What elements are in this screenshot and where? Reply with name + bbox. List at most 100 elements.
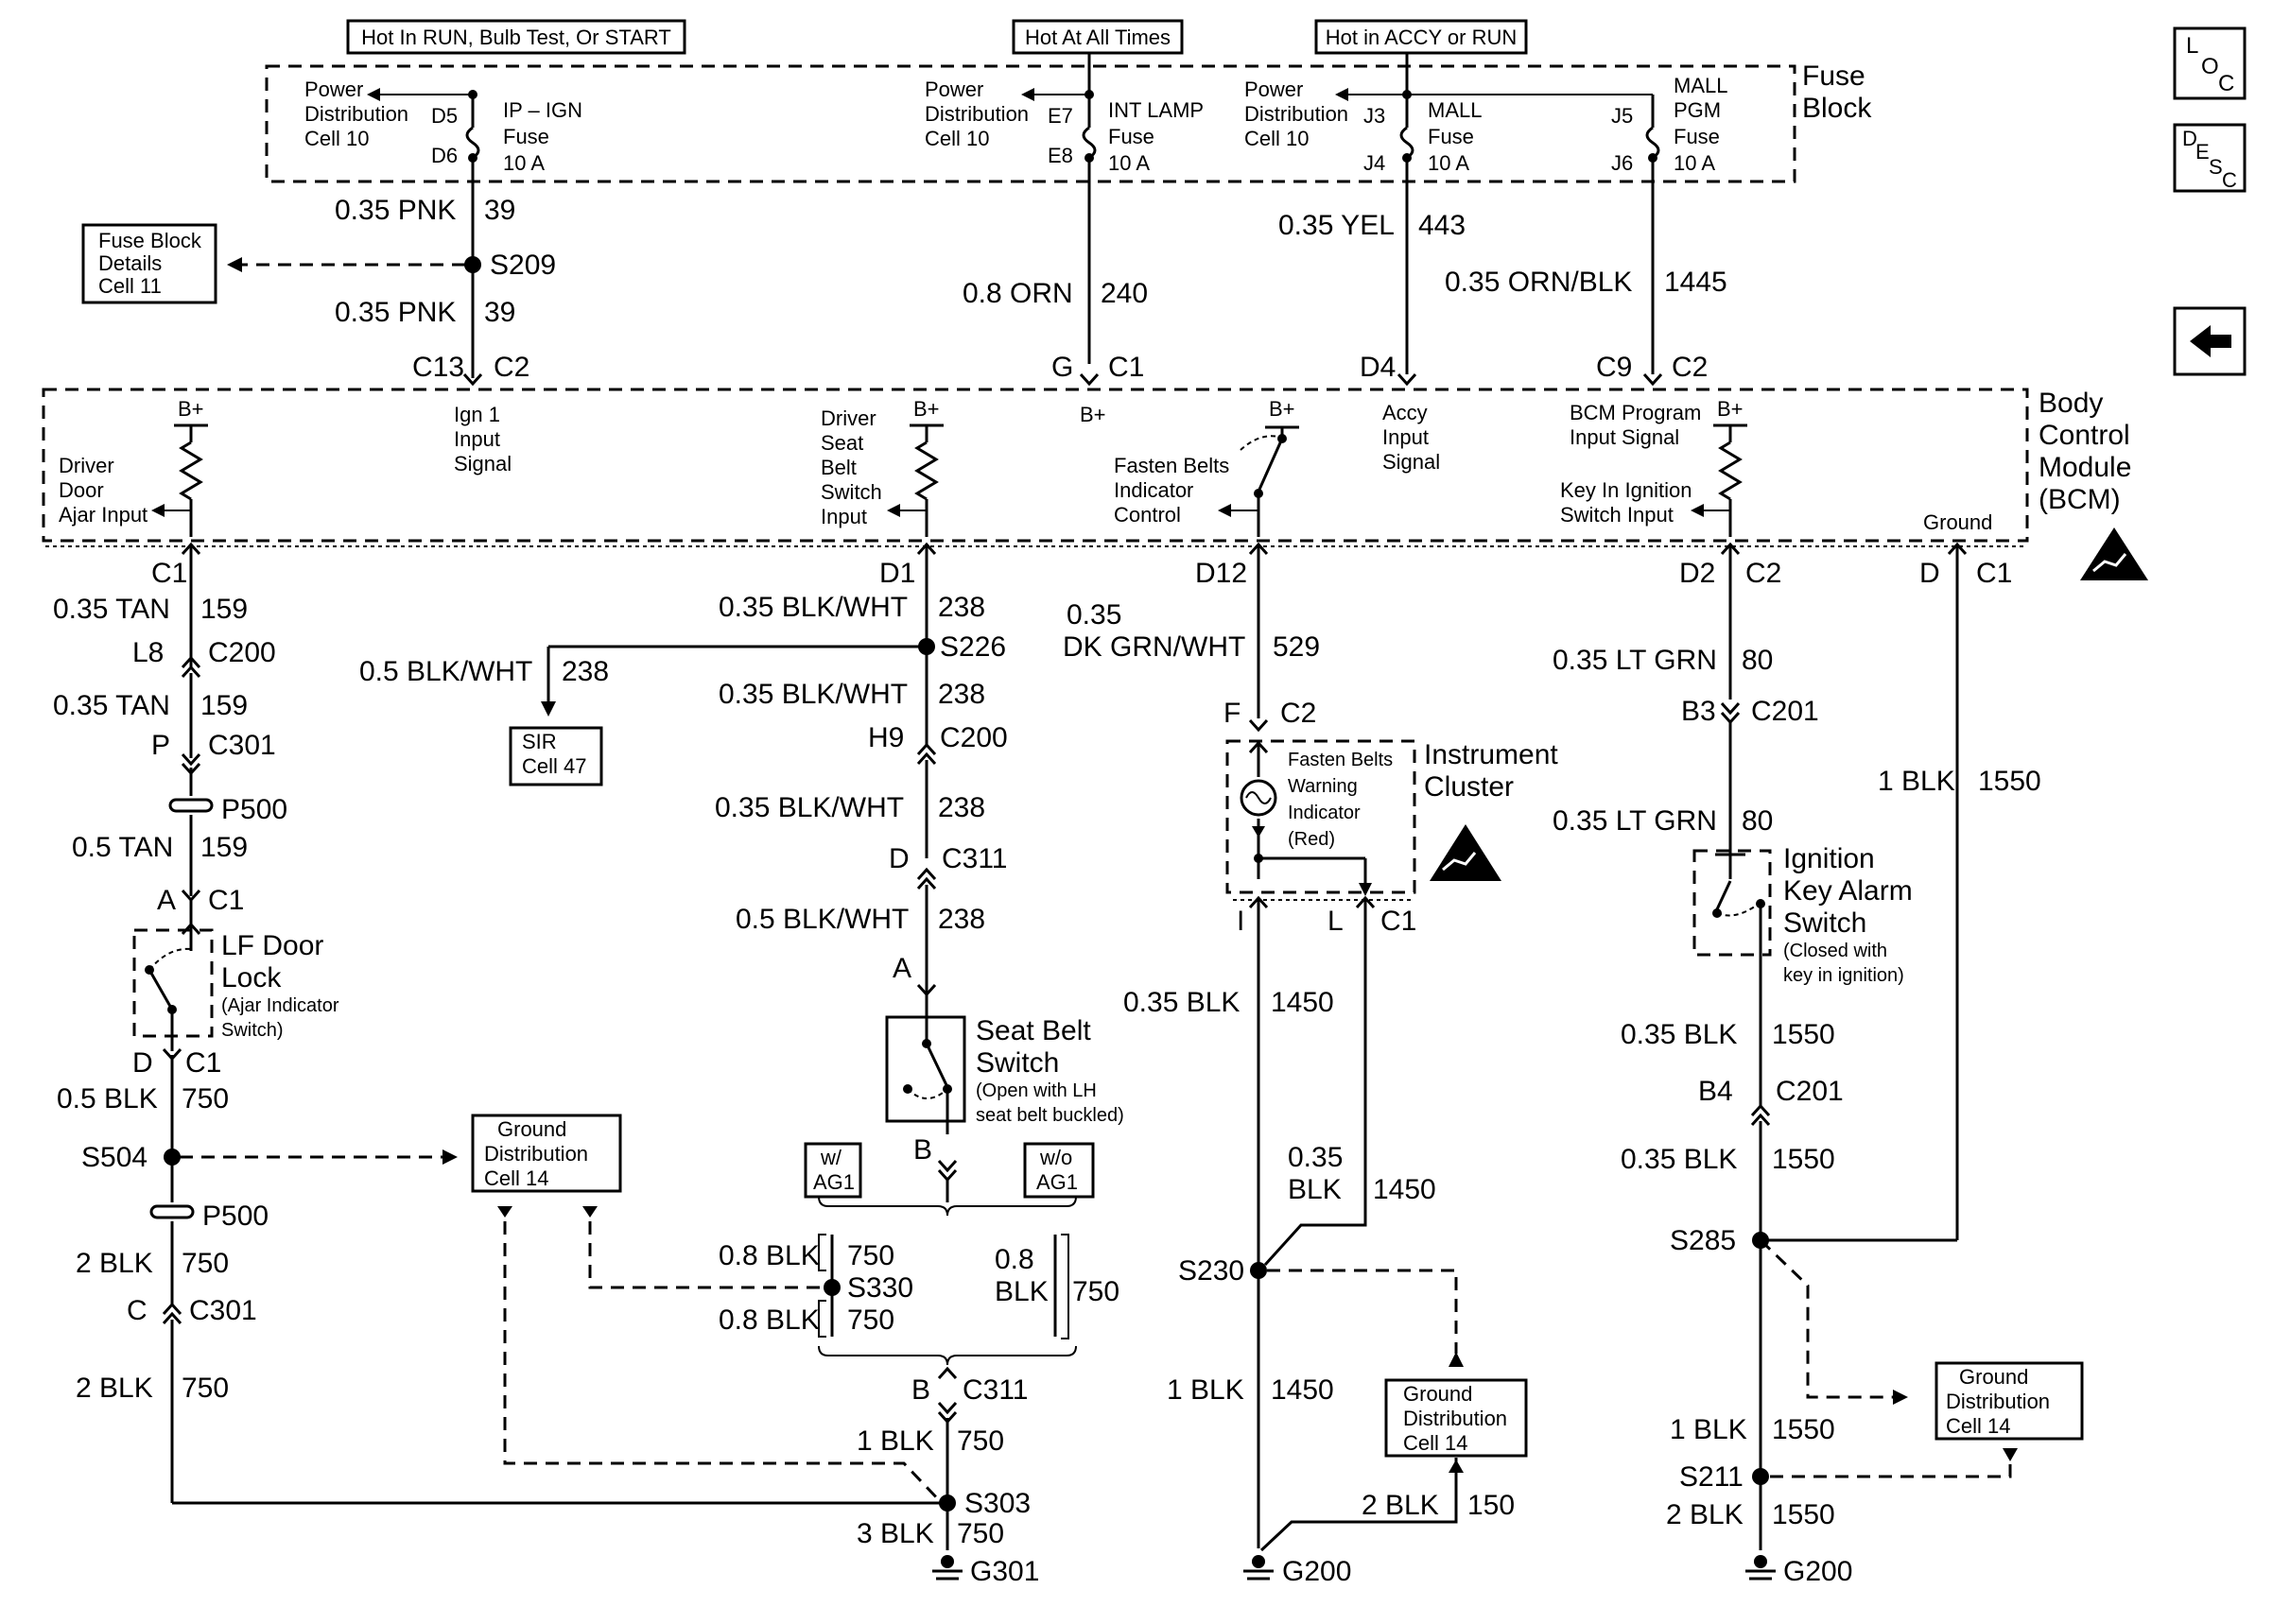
desc-icon-letter: D <box>2182 127 2197 150</box>
bcm-title: Body <box>2039 388 2103 419</box>
wire-label: 2 BLK <box>1666 1499 1744 1530</box>
fuse-label: MALL <box>1428 98 1482 122</box>
seat-belt-switch <box>885 994 966 1134</box>
connector-label: C1 <box>1976 558 2012 589</box>
circuit-number: 750 <box>847 1304 894 1336</box>
loc-icon-letter: O <box>2201 54 2219 79</box>
pd-label: Distribution <box>304 102 408 126</box>
bcm-input-label: Input <box>454 427 500 451</box>
connector-pin: G <box>1051 352 1073 383</box>
loc-button[interactable]: L O C <box>2173 26 2247 100</box>
circuit-number: 238 <box>938 904 985 935</box>
fuse-label: Fuse <box>503 125 549 148</box>
fuse-block-title: Fuse <box>1802 60 1865 92</box>
bcm-input-label: Driver <box>59 454 114 477</box>
circuit-number: 238 <box>938 679 985 710</box>
wire-label: 2 BLK <box>76 1373 153 1404</box>
connector-label: C1 <box>1380 906 1416 937</box>
component-label: Key Alarm <box>1783 875 1913 907</box>
instrument-cluster: Fasten Belts Warning Indicator (Red) <box>1225 739 1416 896</box>
wire-label: 0.5 BLK/WHT <box>736 904 909 935</box>
ground-distribution-mid-box[interactable]: Ground Distribution Cell 14 <box>1384 1378 1528 1458</box>
ref-label: Cell 47 <box>522 754 586 778</box>
component-label: Fasten Belts <box>1288 750 1393 770</box>
pd-label: Power <box>304 78 363 101</box>
connector-label: C311 <box>942 843 1008 874</box>
pd-label: Distribution <box>1244 102 1348 126</box>
fuse-label: PGM <box>1674 98 1721 122</box>
splice-label: S303 <box>964 1488 1031 1519</box>
wire-label: 0.35 <box>1067 599 1121 631</box>
key-in-ignition-input: B+ Key In Ignition Switch Input <box>1560 397 1747 537</box>
bplus-label: B+ <box>1269 397 1295 421</box>
splice-label: S285 <box>1670 1225 1736 1256</box>
connector-label: C200 <box>208 637 276 668</box>
wire-label: 0.35 ORN/BLK <box>1445 267 1632 298</box>
ground-label: G200 <box>1282 1556 1351 1587</box>
component-label: Switch <box>1783 907 1866 939</box>
component-label: (Red) <box>1288 829 1335 850</box>
fuse-label: MALL <box>1674 74 1727 97</box>
connector-label: C2 <box>1672 352 1708 383</box>
ignition-key-alarm-switch <box>1692 849 1772 968</box>
connector-pin: B3 <box>1681 696 1716 727</box>
pass-through-label: P500 <box>221 794 287 825</box>
circuit-number: 39 <box>484 297 515 328</box>
back-arrow-button[interactable] <box>2173 306 2247 376</box>
circuit-number: 750 <box>847 1240 894 1271</box>
wire-label: 1 BLK <box>857 1425 934 1457</box>
connector-pin: I <box>1237 906 1244 937</box>
pin-label: E8 <box>1048 144 1073 167</box>
bcm-input-label: Ajar Input <box>59 503 147 527</box>
wire-label: 0.35 TAN <box>53 594 170 625</box>
circuit-number: 159 <box>200 690 248 721</box>
component-label: Ignition <box>1783 843 1875 874</box>
wire-label: 0.35 LT GRN <box>1553 805 1717 837</box>
component-label: Switch <box>976 1047 1059 1079</box>
circuit-number: 80 <box>1742 805 1773 837</box>
ref-label: Distribution <box>1403 1407 1507 1430</box>
desc-icon-letter: C <box>2222 168 2237 192</box>
bcm-title: Module <box>2039 452 2131 483</box>
circuit-number: 1550 <box>1772 1499 1835 1530</box>
lf-door-circuit: C1 0.35 TAN 159 L8 C200 0.35 TAN 159 P C… <box>53 542 942 1505</box>
connector-pin: A <box>157 885 176 916</box>
seat-belt-input: B+ Driver Seat Belt Switch Input <box>821 397 944 537</box>
connector-pin: L8 <box>132 637 164 668</box>
bcm-input-label: Signal <box>454 452 512 475</box>
ground-g200-icon-mid <box>1243 1555 1274 1581</box>
connector-pin: D4 <box>1360 352 1396 383</box>
option-label: w/o <box>1039 1146 1072 1169</box>
component-note: Switch) <box>221 1020 284 1041</box>
ref-label: Ground <box>1959 1365 2028 1389</box>
wire-label: 0.35 BLK/WHT <box>719 679 908 710</box>
seat-belt-circuit: D1 0.35 BLK/WHT 238 S226 0.5 BLK/WHT 238… <box>359 542 1124 1587</box>
desc-button[interactable]: D E S C <box>2173 123 2247 193</box>
bcm-input-label: Driver <box>821 406 876 430</box>
fuse-label: 10 A <box>503 151 545 175</box>
ground-distribution-left-box[interactable]: Ground Distribution Cell 14 <box>471 1114 622 1193</box>
splice-label: S330 <box>847 1272 913 1304</box>
fuse-block: Fuse Block Power Distribution Cell 10 D5… <box>265 53 1872 374</box>
fasten-belts-control: B+ Fasten Belts Indicator Control <box>1114 397 1299 537</box>
pin-label: J3 <box>1363 104 1385 128</box>
wire-label: 2 BLK <box>1362 1490 1439 1521</box>
connector-pin: D <box>889 843 910 874</box>
bplus-label: B+ <box>178 397 204 421</box>
component-label: Lock <box>221 962 282 993</box>
wire-label: 1 BLK <box>1167 1374 1244 1406</box>
fuse-block-title-2: Block <box>1802 93 1872 124</box>
connector-label: C200 <box>940 722 1008 753</box>
splice-label: S209 <box>490 250 556 281</box>
wire-label: 0.35 BLK/WHT <box>719 592 908 623</box>
sir-cell-box[interactable]: SIR Cell 47 <box>509 726 603 786</box>
bcm-input-label: Control <box>1114 503 1181 527</box>
connector-pin: D2 <box>1679 558 1715 589</box>
bcm-input-label: Key In Ignition <box>1560 478 1692 502</box>
bcm-ground-circuit: D C1 1 BLK 1550 <box>1878 542 2041 1240</box>
splice-s230 <box>1250 1262 1267 1279</box>
wire-label: 0.35 BLK <box>1621 1019 1737 1050</box>
ground-distribution-right-box[interactable]: Ground Distribution Cell 14 <box>1935 1361 2084 1441</box>
pin-label: D5 <box>431 104 458 128</box>
fuse-block-details-box[interactable]: Fuse Block Details Cell 11 <box>81 223 217 304</box>
